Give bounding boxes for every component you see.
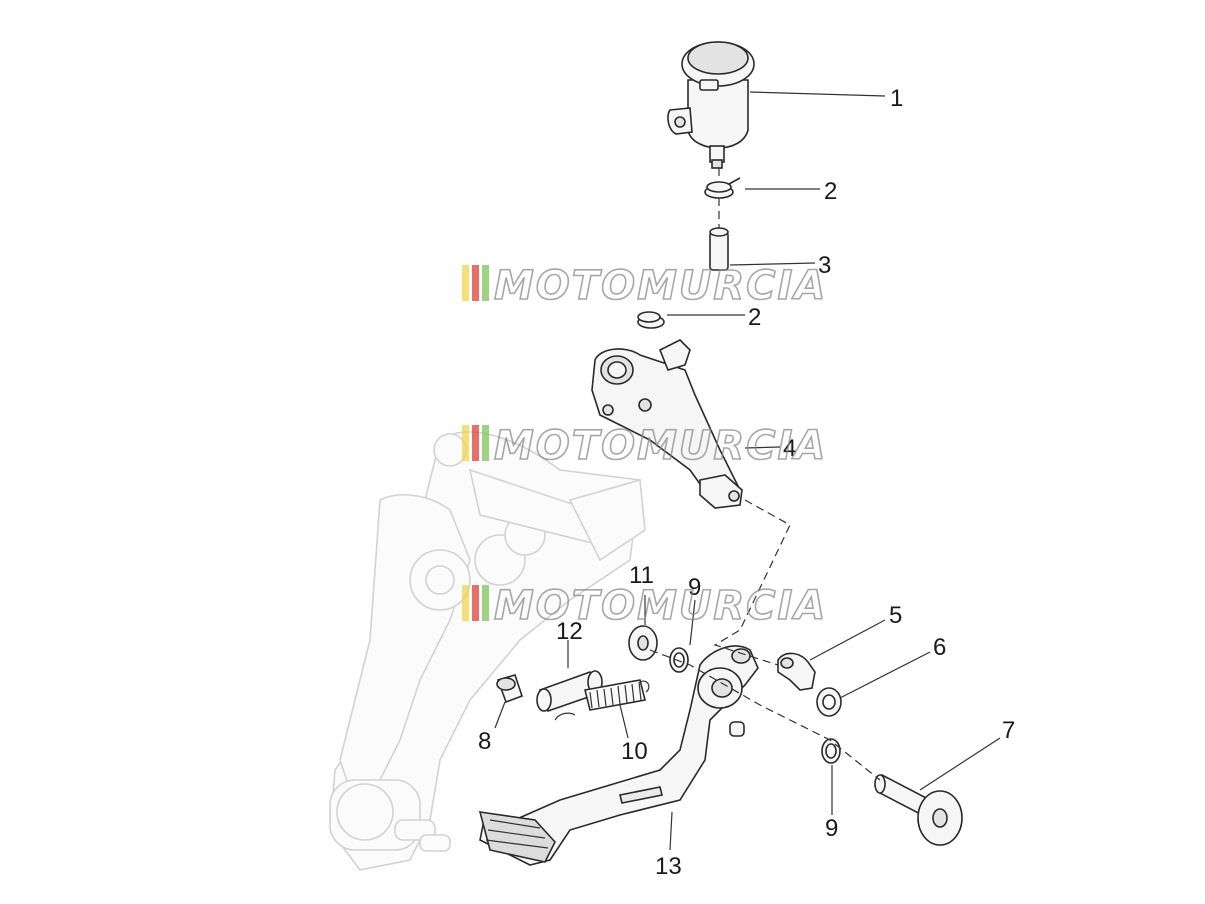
watermark-stripe: [472, 425, 479, 461]
watermark-bottom: MOTOMURCIA: [462, 582, 827, 630]
rear-master-cylinder: [591, 339, 743, 509]
callout-7: 7: [1002, 717, 1015, 744]
callout-8: 8: [478, 728, 491, 755]
watermark-text: MOTOMURCIA: [494, 423, 827, 469]
callout-2-upper: 2: [824, 178, 837, 205]
circlip-9-lower: [821, 738, 841, 764]
adjuster-screw-8: [496, 674, 524, 704]
watermark-stripe: [472, 265, 479, 301]
watermark-stripe: [472, 585, 479, 621]
callout-11: 11: [629, 562, 654, 589]
circlip-9-upper: [669, 647, 689, 673]
callout-9-lower: 9: [825, 815, 838, 842]
clevis-5: [777, 652, 816, 691]
return-spring-10: [554, 679, 650, 721]
callout-2-lower: 2: [748, 304, 761, 331]
watermark-stripe: [462, 425, 469, 461]
washer-11: [628, 625, 658, 661]
ghost-footrest-bracket: [329, 431, 646, 871]
callout-4: 4: [783, 435, 796, 462]
washer-6: [816, 687, 842, 717]
pivot-bolt-7: [874, 773, 963, 846]
callout-13: 13: [655, 853, 682, 880]
callout-labels: 1 2 3 2 4 11 9 12 5 6 8 10 7 9 13: [478, 85, 1015, 880]
hose-clamp-lower: [637, 311, 665, 329]
watermark-stripe: [462, 265, 469, 301]
watermark-text: MOTOMURCIA: [494, 583, 827, 629]
watermark-stripe: [482, 425, 489, 461]
assembly-axis-lines: [649, 168, 881, 781]
watermark-text: MOTOMURCIA: [494, 263, 827, 309]
callout-12: 12: [556, 618, 583, 645]
leader-lines: [494, 91, 1001, 851]
brake-pedal-13: [478, 645, 759, 866]
brake-fluid-reservoir: [667, 41, 755, 169]
brake-hose: [709, 227, 729, 271]
watermark-middle: MOTOMURCIA: [462, 422, 827, 470]
hose-clamp-upper: [704, 177, 741, 199]
callout-6: 6: [933, 634, 946, 661]
watermark-stripe: [482, 585, 489, 621]
callout-1: 1: [890, 85, 903, 112]
watermark-top: MOTOMURCIA: [462, 262, 827, 310]
callout-10: 10: [621, 738, 648, 765]
callout-9-upper: 9: [688, 574, 701, 601]
watermark-stripe: [482, 265, 489, 301]
callout-5: 5: [889, 602, 902, 629]
callout-3: 3: [818, 252, 831, 279]
watermark-stripe: [462, 585, 469, 621]
